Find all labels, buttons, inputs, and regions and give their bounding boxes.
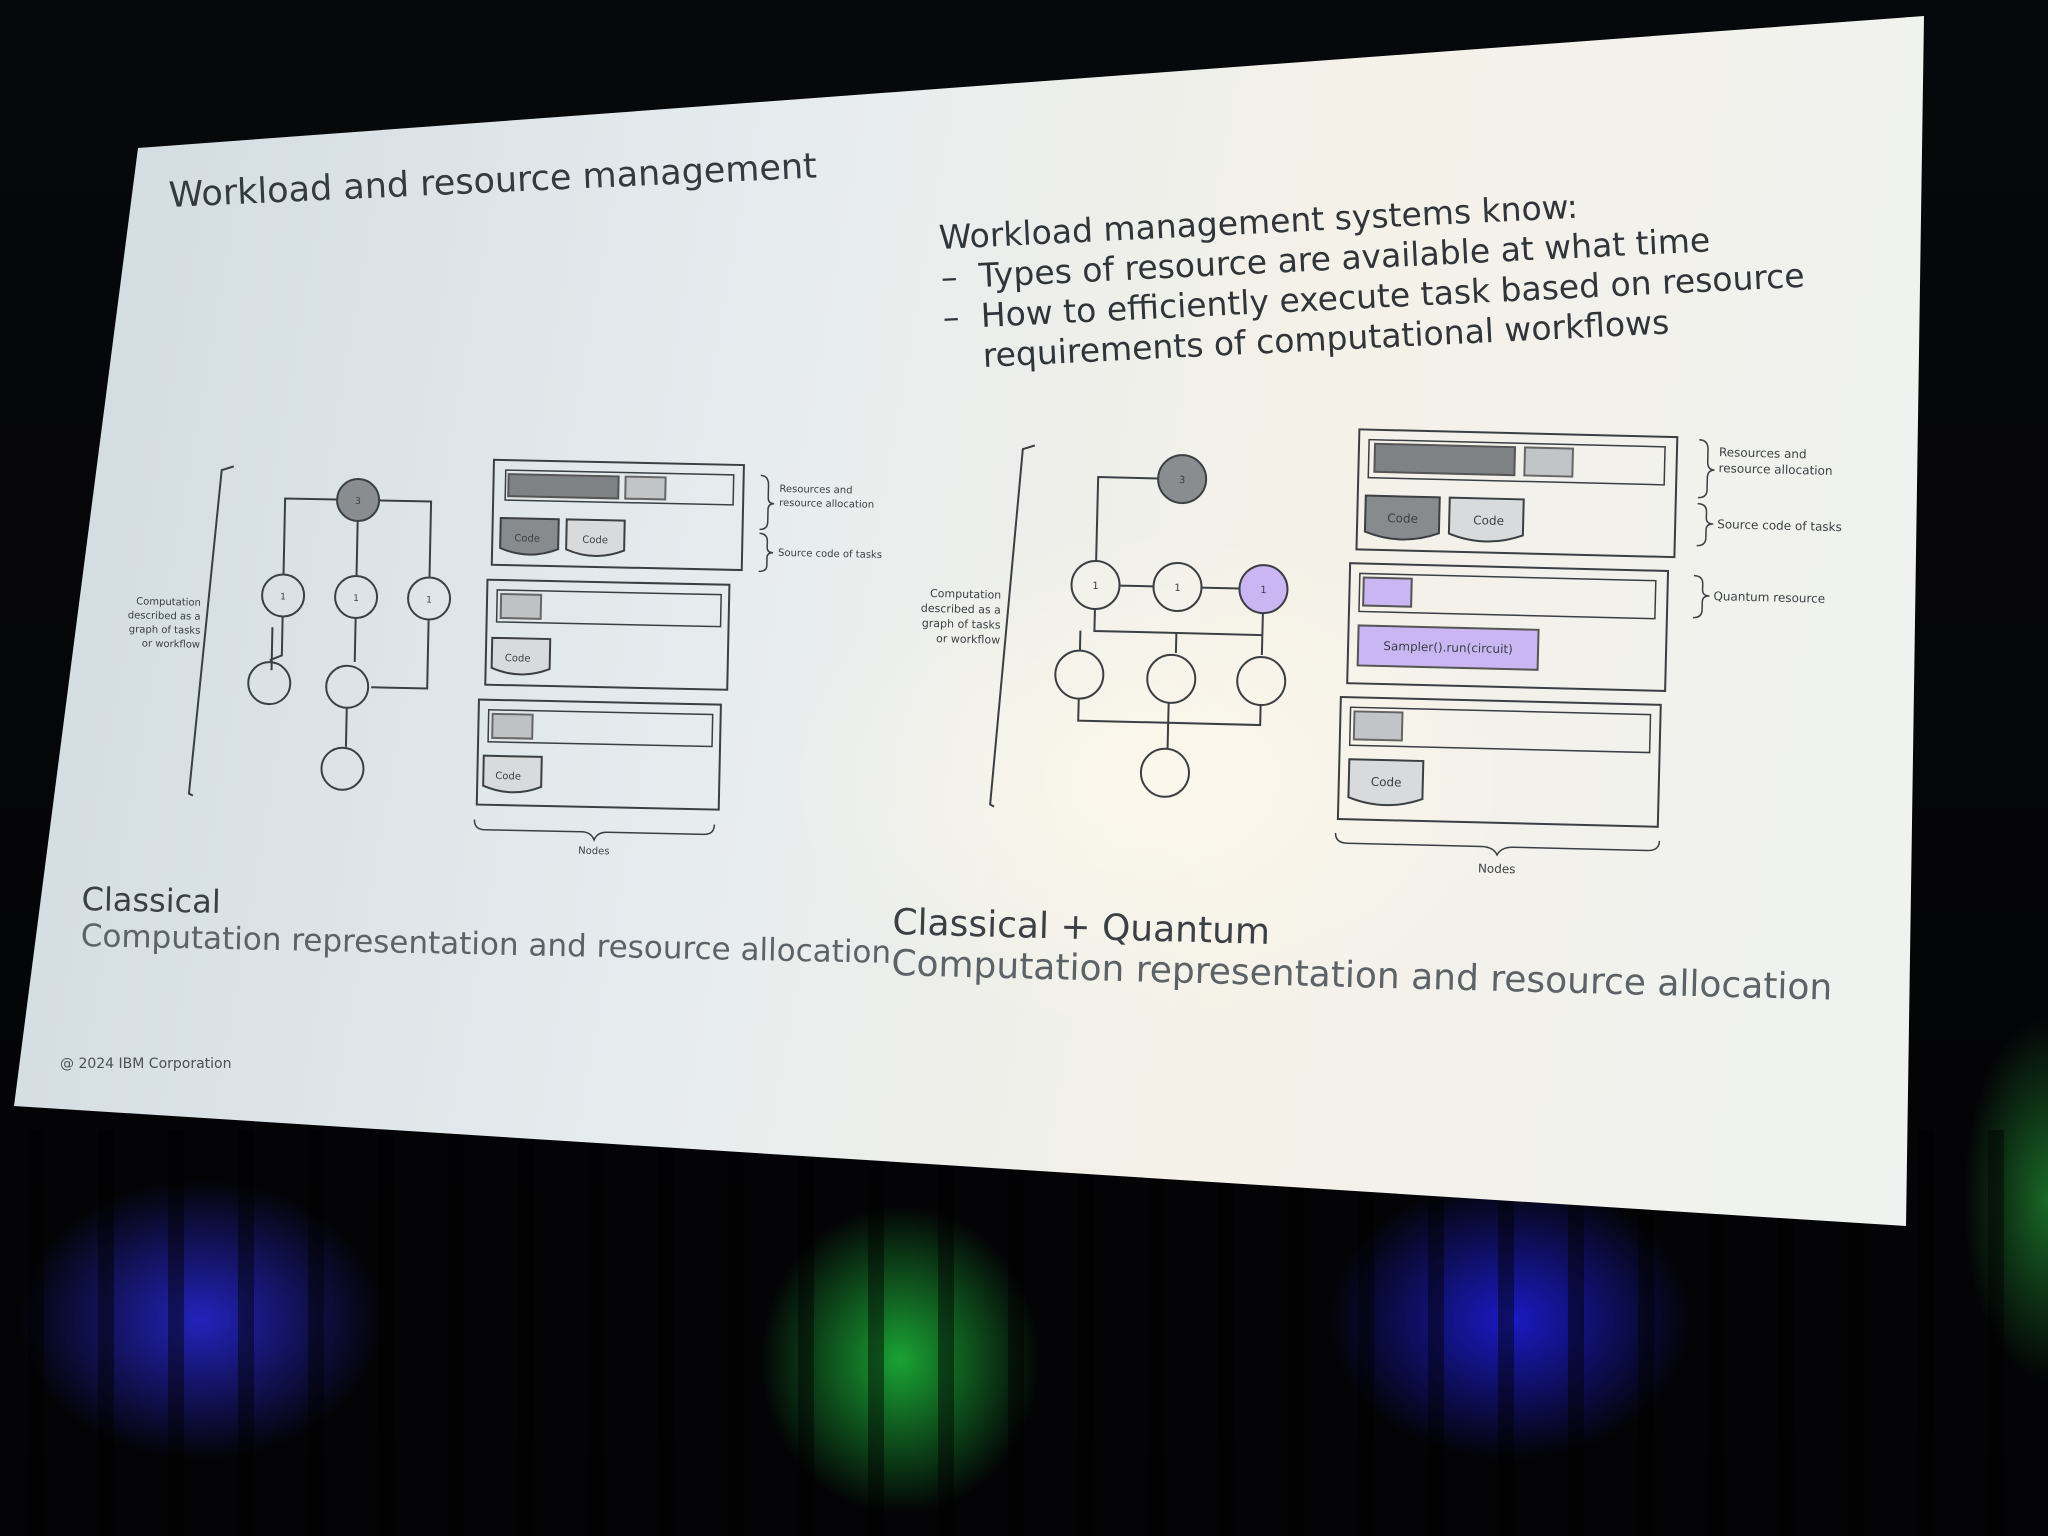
brace-resources-label: Resources and xyxy=(1719,445,1807,461)
graph-node xyxy=(247,661,292,706)
code-block xyxy=(499,516,560,556)
copyright-notice: @ 2024 IBM Corporation xyxy=(60,1056,232,1072)
svg-text:Code: Code xyxy=(495,771,521,783)
svg-text:1: 1 xyxy=(1174,583,1181,594)
graph-bracket xyxy=(187,465,235,797)
graph-node xyxy=(1236,656,1287,707)
code-block xyxy=(1363,494,1441,541)
svg-text:Code: Code xyxy=(505,653,531,665)
svg-text:described as a: described as a xyxy=(128,610,201,623)
graph-node xyxy=(320,746,365,791)
code-block xyxy=(490,636,552,676)
svg-text:resource allocation: resource allocation xyxy=(779,498,874,511)
svg-text:Code: Code xyxy=(1473,513,1504,528)
code-block xyxy=(565,518,626,557)
brace-resources-label: Resources and xyxy=(779,484,852,497)
graph-label: Computation xyxy=(930,587,1002,602)
node-box xyxy=(484,578,731,691)
svg-text:1: 1 xyxy=(426,595,432,605)
graph-node xyxy=(1139,747,1190,798)
nodes-label: Nodes xyxy=(1478,861,1516,876)
graph-bracket xyxy=(989,444,1036,808)
graph-label: Computation xyxy=(136,596,201,608)
code-block xyxy=(1347,758,1425,807)
svg-text:graph of tasks: graph of tasks xyxy=(129,624,201,636)
svg-text:3: 3 xyxy=(355,497,361,507)
graph-node xyxy=(1054,649,1105,700)
node-box xyxy=(1355,428,1679,559)
svg-text:3: 3 xyxy=(1179,475,1186,486)
svg-text:Code: Code xyxy=(1387,511,1418,526)
svg-text:Code: Code xyxy=(1371,775,1402,790)
sampler-label: Sampler().run(circuit) xyxy=(1383,639,1513,656)
code-block xyxy=(1447,496,1525,543)
svg-text:1: 1 xyxy=(1260,585,1267,596)
svg-text:described as a: described as a xyxy=(921,602,1001,617)
sampler-block xyxy=(1356,624,1540,671)
svg-text:1: 1 xyxy=(1092,581,1099,592)
svg-text:1: 1 xyxy=(353,594,359,604)
node-box xyxy=(490,458,745,572)
svg-text:or workflow: or workflow xyxy=(142,638,200,650)
svg-text:resource allocation: resource allocation xyxy=(1718,461,1832,478)
brace-source-label: Source code of tasks xyxy=(778,548,882,561)
svg-text:Code: Code xyxy=(514,533,540,545)
brace-source-label: Source code of tasks xyxy=(1717,517,1842,534)
svg-text:Code: Code xyxy=(582,535,608,547)
node-box-quantum xyxy=(1346,562,1670,692)
code-block xyxy=(482,754,543,794)
svg-text:graph of tasks: graph of tasks xyxy=(922,617,1001,632)
node-box xyxy=(1336,695,1662,828)
node-box xyxy=(475,698,722,811)
nodes-label: Nodes xyxy=(578,846,610,858)
brace-quantum-label: Quantum resource xyxy=(1713,589,1825,606)
graph-node xyxy=(1146,653,1197,704)
svg-text:or workflow: or workflow xyxy=(936,632,1000,647)
svg-text:1: 1 xyxy=(280,592,286,602)
